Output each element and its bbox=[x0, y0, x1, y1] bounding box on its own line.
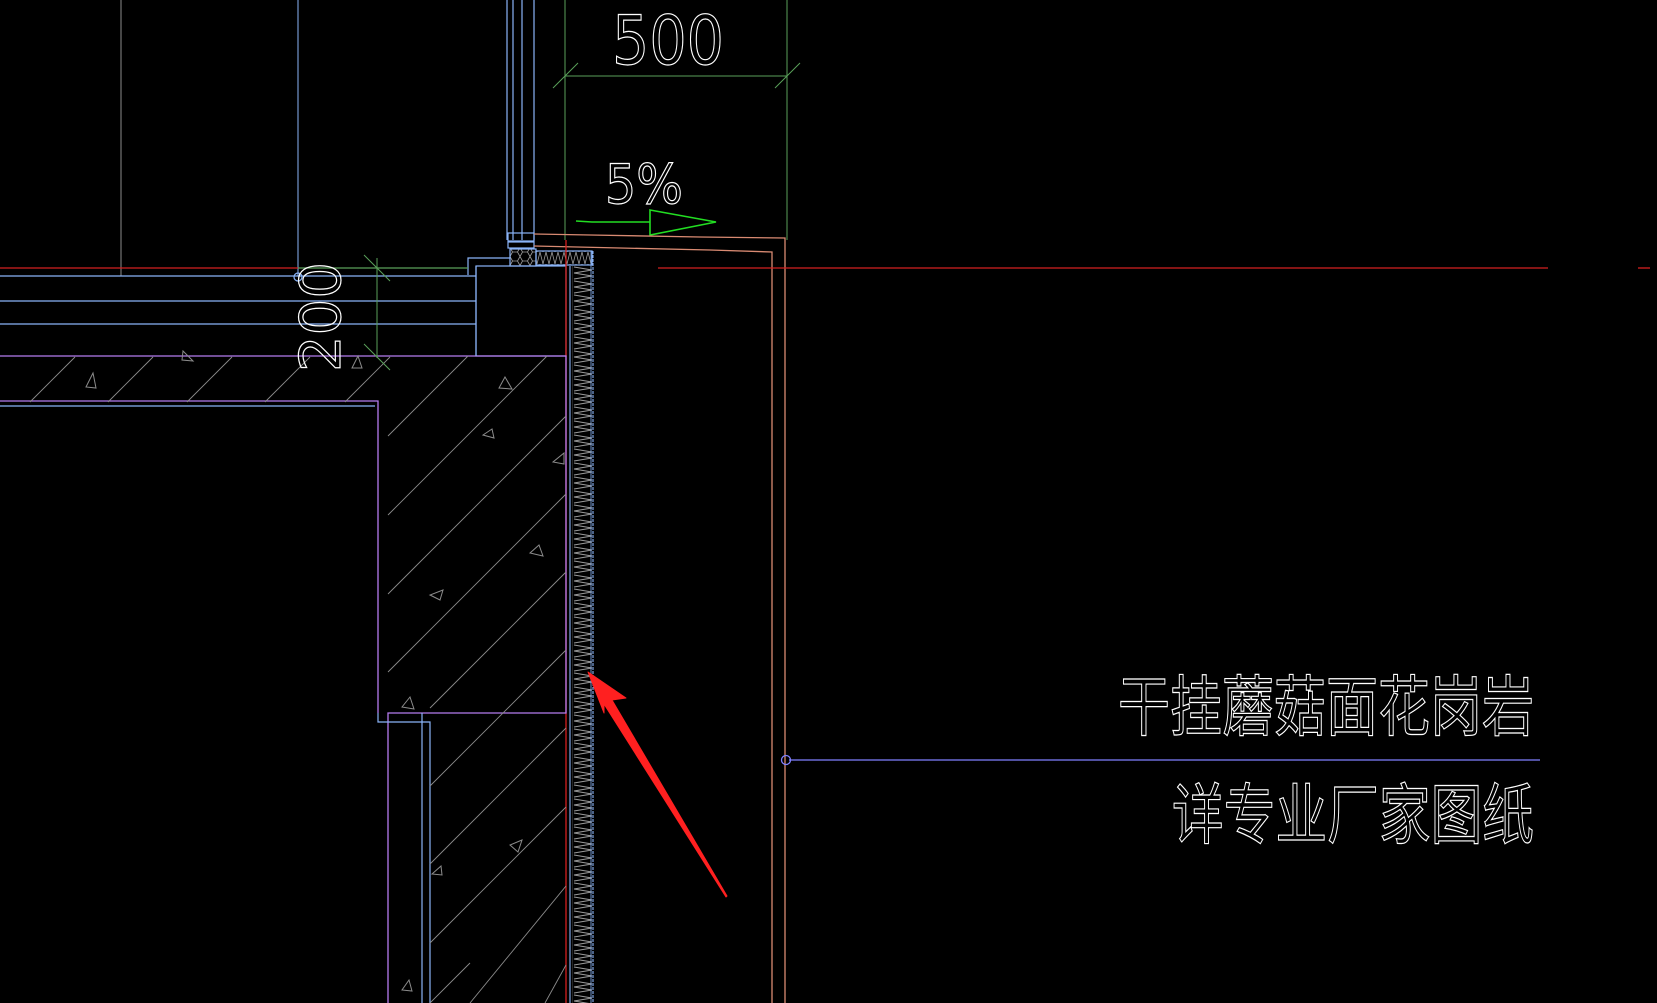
red-arrow-icon bbox=[587, 671, 728, 898]
dimension-top-width: 500 bbox=[552, 0, 801, 240]
floor-layers bbox=[0, 267, 476, 325]
callout-line-1: 干挂蘑菇面花岗岩 bbox=[1118, 669, 1534, 746]
insulation-layer bbox=[569, 251, 594, 1003]
annotation-arrow bbox=[587, 671, 728, 898]
slope-indicator: 5% bbox=[575, 152, 717, 236]
dimension-label-200: 200 bbox=[289, 262, 354, 372]
concrete-hatch bbox=[29, 355, 567, 1003]
datum-point-icon bbox=[293, 272, 303, 282]
material-callout: 干挂蘑菇面花岗岩 详专业厂家图纸 bbox=[780, 668, 1540, 855]
slope-label: 5% bbox=[605, 153, 683, 216]
window-sill-detail bbox=[467, 232, 593, 357]
dimension-slab-height: 200 bbox=[288, 254, 391, 373]
slope-arrow-icon bbox=[575, 209, 717, 236]
concrete-structure bbox=[0, 266, 567, 1003]
leader-dot-icon bbox=[780, 754, 792, 766]
coping-flashing bbox=[533, 233, 786, 1003]
axis-lines bbox=[0, 240, 1650, 1003]
callout-line-2: 详专业厂家图纸 bbox=[1172, 777, 1534, 854]
dimension-label-500: 500 bbox=[612, 2, 724, 81]
aggregate-triangles bbox=[85, 349, 565, 992]
window-mullion-lines bbox=[120, 0, 535, 276]
